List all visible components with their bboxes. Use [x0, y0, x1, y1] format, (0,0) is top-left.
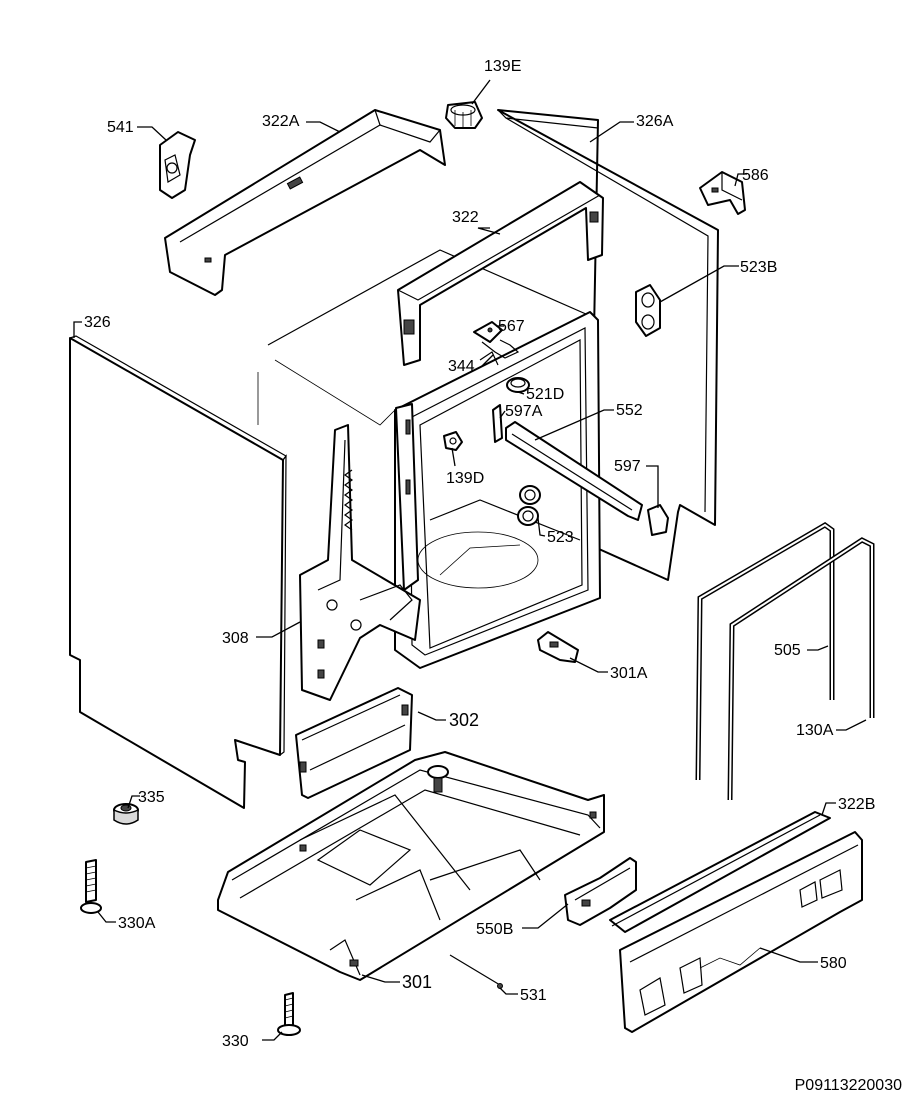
part-505-gasket [695, 522, 835, 781]
part-541-clip [159, 131, 196, 199]
diagram-code: P09113220030 [795, 1077, 902, 1094]
leader-lines [73, 79, 867, 1041]
part-330-screw [277, 992, 301, 1036]
label-541: 541 [107, 119, 134, 136]
part-523b-grommet [635, 284, 661, 337]
part-326-side-panel [69, 335, 287, 809]
label-552: 552 [616, 402, 643, 419]
label-550b: 550B [476, 921, 513, 938]
label-302: 302 [449, 710, 479, 730]
part-139e-cap [445, 101, 483, 129]
label-326: 326 [84, 314, 111, 331]
part-552-rail [505, 421, 643, 521]
part-tub-body [257, 249, 601, 669]
label-531: 531 [520, 987, 547, 1004]
part-labels: 139E 541 322A 326A 586 322 523B 326 567 … [84, 58, 875, 1050]
label-580: 580 [820, 955, 847, 972]
label-586: 586 [742, 167, 769, 184]
label-139d: 139D [446, 470, 484, 487]
label-301: 301 [402, 972, 432, 992]
part-322-inner-frame [397, 181, 604, 366]
label-330: 330 [222, 1033, 249, 1050]
part-567-lock [473, 321, 503, 343]
part-523-twin-grommet [517, 485, 541, 526]
part-550b-bracket [564, 857, 637, 926]
part-330a-screw [80, 859, 102, 914]
part-302-front-bracket [295, 687, 413, 799]
part-139d-nut [443, 431, 463, 451]
part-301-base-frame [217, 751, 605, 981]
label-335: 335 [138, 789, 165, 806]
label-322b: 322B [838, 796, 875, 813]
part-597a-pin [492, 404, 503, 443]
label-597a: 597A [505, 403, 543, 420]
part-335-foot [113, 803, 139, 825]
label-567: 567 [498, 318, 525, 335]
part-130a-gasket [727, 537, 875, 801]
label-523b: 523B [740, 259, 777, 276]
part-586-bracket [699, 171, 746, 215]
part-580-plinth [619, 831, 863, 1033]
label-326a: 326A [636, 113, 674, 130]
label-308: 308 [222, 630, 249, 647]
label-523: 523 [547, 529, 574, 546]
part-531-rod [449, 954, 503, 989]
label-322: 322 [452, 209, 479, 226]
label-322a: 322A [262, 113, 300, 130]
part-301a-clip [537, 631, 579, 663]
label-505: 505 [774, 642, 801, 659]
part-322b-rail [609, 811, 831, 933]
label-597: 597 [614, 458, 641, 475]
label-301a: 301A [610, 665, 648, 682]
part-326a-side-panel [497, 109, 719, 581]
label-521d: 521D [526, 386, 564, 403]
label-130a: 130A [796, 722, 834, 739]
part-344-spring [479, 339, 520, 366]
part-308-hinge [299, 424, 421, 701]
label-139e: 139E [484, 58, 521, 75]
part-322a-top-bracket [164, 109, 446, 296]
label-344: 344 [448, 358, 475, 375]
label-330a: 330A [118, 915, 156, 932]
